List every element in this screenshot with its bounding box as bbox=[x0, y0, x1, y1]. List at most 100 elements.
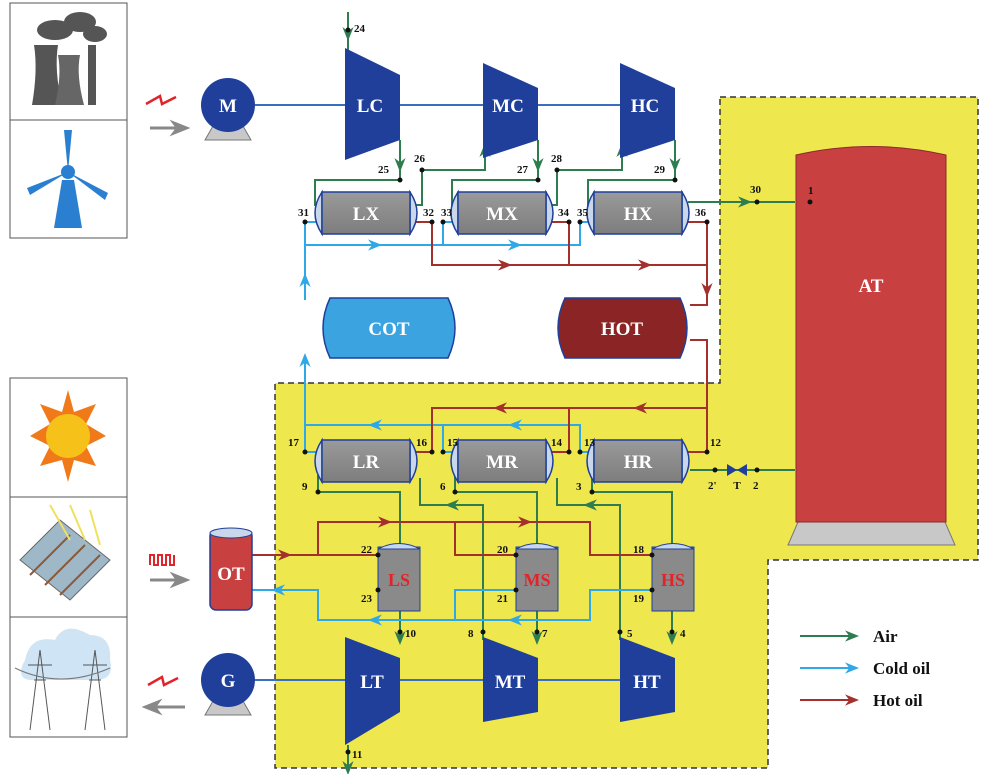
state-point-dot bbox=[397, 177, 403, 183]
svg-text:18: 18 bbox=[633, 544, 645, 556]
state-point-dot bbox=[429, 219, 435, 225]
cold-oil-tank: COT bbox=[322, 297, 456, 359]
reheater-lr: LR bbox=[314, 437, 418, 485]
storage-ms: MS bbox=[515, 543, 559, 612]
svg-text:T: T bbox=[733, 480, 741, 492]
svg-text:11: 11 bbox=[352, 749, 362, 761]
heat-exchangers: LX MX HX LR MR HR bbox=[314, 189, 690, 485]
svg-text:HC: HC bbox=[631, 96, 660, 117]
compressor-hc: HC bbox=[620, 63, 675, 158]
svg-text:33: 33 bbox=[441, 207, 453, 219]
svg-text:36: 36 bbox=[695, 207, 707, 219]
generator-label: G bbox=[221, 671, 236, 692]
reheater-label: MR bbox=[486, 452, 518, 473]
svg-text:24: 24 bbox=[354, 23, 366, 35]
svg-text:AT: AT bbox=[859, 276, 884, 297]
svg-text:12: 12 bbox=[710, 437, 722, 449]
state-point-dot bbox=[704, 449, 710, 455]
source-panel-bottom bbox=[9, 377, 128, 738]
svg-text:34: 34 bbox=[558, 207, 570, 219]
svg-text:5: 5 bbox=[627, 628, 633, 640]
state-point-dot bbox=[712, 467, 718, 473]
svg-text:25: 25 bbox=[378, 164, 390, 176]
svg-text:COT: COT bbox=[368, 319, 410, 340]
svg-text:MT: MT bbox=[495, 672, 526, 693]
state-point-dot bbox=[480, 629, 486, 635]
svg-text:30: 30 bbox=[750, 184, 762, 196]
turbine-ht: HT bbox=[620, 637, 675, 722]
state-point-dots bbox=[302, 27, 813, 755]
svg-text:16: 16 bbox=[416, 437, 428, 449]
solar-collector-icon bbox=[19, 504, 111, 601]
svg-text:LT: LT bbox=[360, 672, 384, 693]
intercooler-lx: LX bbox=[314, 189, 418, 237]
svg-text:23: 23 bbox=[361, 593, 373, 605]
svg-text:2: 2 bbox=[753, 480, 759, 492]
reheater-mr: MR bbox=[450, 437, 554, 485]
state-point-dot bbox=[513, 552, 519, 558]
svg-text:29: 29 bbox=[654, 164, 666, 176]
svg-text:7: 7 bbox=[542, 628, 548, 640]
state-point-dot bbox=[704, 219, 710, 225]
svg-text:26: 26 bbox=[414, 153, 426, 165]
svg-text:20: 20 bbox=[497, 544, 509, 556]
state-point-dot bbox=[672, 177, 678, 183]
state-point-dot bbox=[345, 27, 351, 33]
svg-text:22: 22 bbox=[361, 544, 373, 556]
svg-text:OT: OT bbox=[217, 564, 245, 585]
storage-hs: HS bbox=[651, 543, 695, 612]
svg-text:32: 32 bbox=[423, 207, 435, 219]
state-point-dot bbox=[397, 629, 403, 635]
state-point-dot bbox=[589, 489, 595, 495]
heat-input-icon bbox=[149, 554, 175, 566]
svg-text:LC: LC bbox=[357, 96, 383, 117]
reheater-hr: HR bbox=[586, 437, 690, 485]
oil-tank: OT bbox=[209, 527, 253, 611]
svg-text:27: 27 bbox=[517, 164, 529, 176]
turbine-mt: MT bbox=[483, 637, 538, 722]
svg-text:9: 9 bbox=[302, 481, 308, 493]
state-point-dot bbox=[429, 449, 435, 455]
state-point-dot bbox=[345, 749, 351, 755]
svg-text:HS: HS bbox=[661, 570, 685, 590]
generator: G bbox=[201, 653, 255, 716]
legend-item-hot-oil: Hot oil bbox=[800, 691, 923, 710]
throttle-valve[interactable]: T bbox=[727, 464, 747, 492]
state-point-dot bbox=[452, 489, 458, 495]
state-point-dot bbox=[419, 167, 425, 173]
electricity-in-icon bbox=[145, 94, 177, 106]
state-point-dot bbox=[375, 552, 381, 558]
svg-text:Hot oil: Hot oil bbox=[873, 691, 923, 710]
svg-text:4: 4 bbox=[680, 628, 686, 640]
compressor-lc: LC bbox=[345, 48, 400, 160]
state-point-dot bbox=[577, 219, 583, 225]
power-plant-icon bbox=[32, 12, 107, 105]
state-point-dot bbox=[669, 629, 675, 635]
svg-text:6: 6 bbox=[440, 481, 446, 493]
state-point-dot bbox=[375, 587, 381, 593]
intercooler-label: MX bbox=[486, 204, 518, 225]
state-point-dot bbox=[807, 199, 813, 205]
state-point-dot bbox=[440, 219, 446, 225]
motor: M bbox=[201, 78, 255, 141]
svg-text:Cold oil: Cold oil bbox=[873, 659, 930, 678]
state-point-dot bbox=[535, 177, 541, 183]
state-point-dot bbox=[754, 467, 760, 473]
intercooler-hx: HX bbox=[586, 189, 690, 237]
state-point-dot bbox=[649, 587, 655, 593]
state-point-dot bbox=[302, 449, 308, 455]
svg-text:LS: LS bbox=[388, 570, 410, 590]
svg-text:17: 17 bbox=[288, 437, 300, 449]
svg-text:HT: HT bbox=[633, 672, 661, 693]
svg-text:21: 21 bbox=[497, 593, 508, 605]
state-point-dot bbox=[566, 219, 572, 225]
reheater-label: LR bbox=[353, 452, 380, 473]
state-point-dot bbox=[302, 219, 308, 225]
svg-text:1: 1 bbox=[808, 185, 814, 197]
legend-item-cold-oil: Cold oil bbox=[800, 659, 930, 678]
intercooler-mx: MX bbox=[450, 189, 554, 237]
svg-text:14: 14 bbox=[551, 437, 563, 449]
svg-text:35: 35 bbox=[577, 207, 589, 219]
svg-text:2': 2' bbox=[708, 480, 717, 492]
